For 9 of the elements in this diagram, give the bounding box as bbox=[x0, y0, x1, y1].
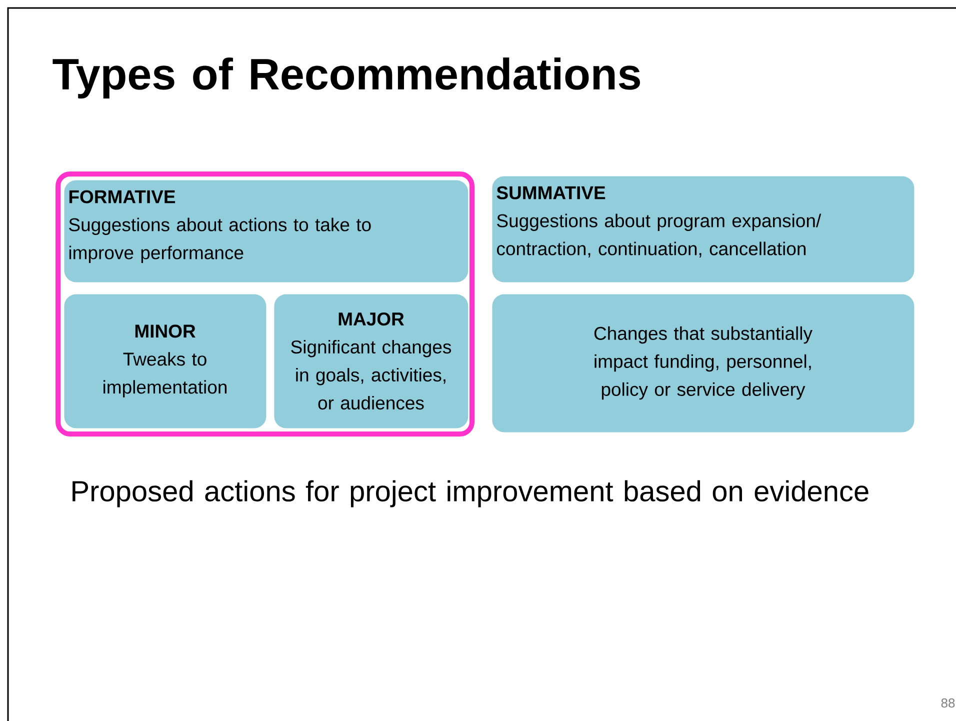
group-frame bbox=[56, 172, 474, 436]
text-card: MAJOR Significant changes in goals, activities, or audiences bbox=[274, 294, 468, 428]
text-card: Changes that substantially impact funding, personnel, policy or service delivery bbox=[492, 294, 914, 432]
text-card: SUMMATIVE Suggestions about program expansion/ contraction, continuation, cancellation bbox=[492, 176, 914, 282]
text-card: MINOR Tweaks to implementation bbox=[64, 294, 266, 428]
text-card: FORMATIVE Suggestions about actions to take to improve performance bbox=[64, 180, 468, 282]
slide-title: Types of Recommendations bbox=[52, 58, 640, 98]
body-text: Proposed actions for project improvement based on evidence bbox=[72, 480, 868, 508]
page-number: 88 bbox=[941, 698, 955, 708]
